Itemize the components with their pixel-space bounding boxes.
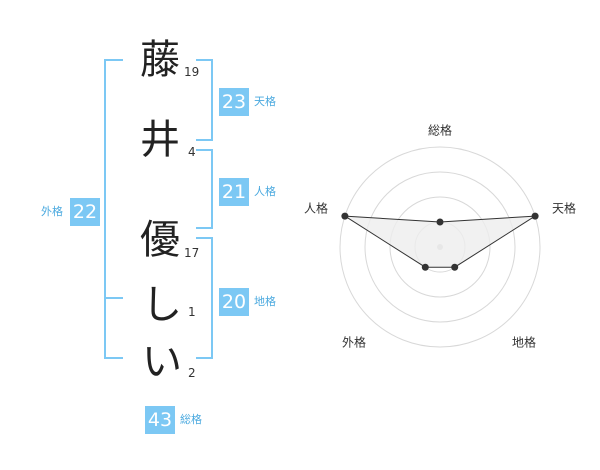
radar-axis-label-3: 地格 (512, 335, 536, 350)
gaikaku-label: 外格 (41, 205, 63, 218)
jinkaku-label: 人格 (254, 185, 276, 198)
radar-axis-label-2: 天格 (552, 201, 576, 216)
stroke-count-3: 17 (184, 246, 200, 260)
stroke-count-2: 4 (188, 145, 196, 159)
radar-point-5 (341, 212, 349, 220)
radar-point-1 (436, 218, 444, 226)
tenkaku-label: 天格 (254, 95, 276, 108)
radar-axis-label-5: 人格 (304, 201, 328, 216)
stroke-count-5: 2 (188, 366, 196, 380)
radar-ring-2 (389, 196, 491, 298)
tenkaku-bracket (196, 59, 213, 141)
radar-axis-label-4: 外格 (342, 335, 366, 350)
name-char-1: 藤 (140, 37, 180, 83)
name-char-3: 優 (140, 217, 180, 263)
chikaku-bracket (196, 237, 213, 359)
radar-axis-label-1: 総格 (428, 123, 452, 138)
chikaku-label: 地格 (254, 295, 276, 308)
stroke-count-1: 19 (184, 65, 200, 79)
name-char-4: し (142, 282, 182, 328)
radar-point-4 (421, 263, 429, 271)
radar-polygon (344, 215, 536, 268)
radar-point-3 (451, 263, 459, 271)
soukaku-value-badge: 43 (145, 406, 175, 434)
gaikaku-value-badge: 22 (70, 198, 100, 226)
tenkaku-value-badge: 23 (219, 88, 249, 116)
radar-ring-3 (364, 171, 516, 323)
jinkaku-bracket (196, 149, 213, 229)
soukaku-label: 総格 (180, 413, 202, 426)
gaikaku-bracket (104, 59, 123, 359)
chikaku-value-badge: 20 (219, 288, 249, 316)
stroke-count-4: 1 (188, 305, 196, 319)
name-char-2: 井 (140, 117, 180, 163)
radar-point-2 (531, 212, 539, 220)
radar-ring-4 (339, 146, 541, 348)
jinkaku-value-badge: 21 (219, 178, 249, 206)
name-char-5: い (142, 339, 182, 385)
